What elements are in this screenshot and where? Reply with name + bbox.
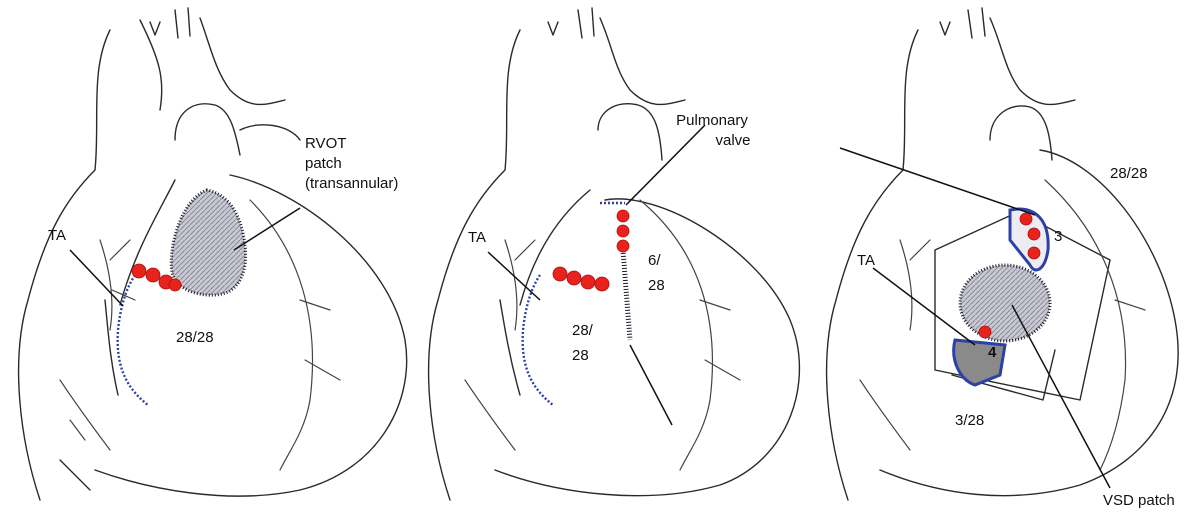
count-label-1: 28/28 [176, 329, 214, 346]
valve-label-line1: Pulmonary [676, 112, 748, 129]
count-lower-line2: 28 [572, 347, 589, 364]
rvot-patch [171, 190, 245, 295]
vsd-patch [960, 265, 1050, 341]
count-bottom-label: 3/28 [955, 412, 984, 429]
valve-pointer [626, 125, 705, 205]
rvot-label-line2: patch [305, 155, 342, 172]
tricuspid-dot-3 [979, 326, 991, 338]
panel-1: TA RVOT patch (transannular) 28/28 [19, 8, 407, 500]
pulmonary-ring-dots [617, 210, 629, 252]
heart-outline-3 [827, 8, 1179, 500]
valve-pointer-extended [840, 148, 1035, 215]
vsd-pointer [1012, 305, 1110, 488]
count-right-label: 28/28 [1110, 165, 1148, 182]
count-inner-upper: 3 [1054, 228, 1062, 245]
count-upper-line2: 28 [648, 277, 665, 294]
panel-2: TA Pulmonary valve 6/ 28 28/ 28 [429, 8, 800, 500]
tricuspid-ring-dots-2 [553, 267, 609, 291]
vsd-label: VSD patch [1103, 492, 1175, 509]
rvot-label-line3: (transannular) [305, 175, 398, 192]
ta-label-2: TA [468, 229, 486, 246]
ta-label-3: TA [857, 252, 875, 269]
suture-line-2a [523, 275, 553, 405]
ta-pointer-1 [70, 250, 123, 306]
rvot-pointer [234, 208, 300, 250]
ta-label-1: TA [48, 227, 66, 244]
count-lower-line1: 28/ [572, 322, 594, 339]
ta-pointer-2 [488, 252, 540, 300]
valve-label-line2: valve [715, 132, 750, 149]
rvot-label-line1: RVOT [305, 135, 346, 152]
count-upper-line1: 6/ [648, 252, 661, 269]
heart-outline-2 [429, 8, 800, 500]
count-inner-lower: 4 [988, 344, 997, 361]
panel-3: TA 28/28 3 4 3/28 VSD patch [827, 8, 1179, 509]
